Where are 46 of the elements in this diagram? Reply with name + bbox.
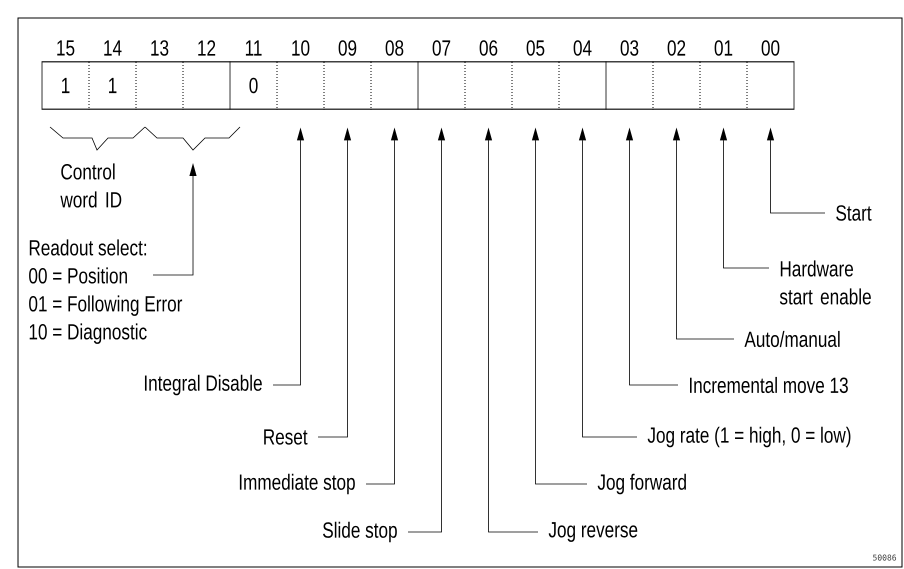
label-text: Auto/manual — [744, 330, 840, 348]
bit-number: 10 — [292, 40, 310, 56]
label-text: Immediate stop — [240, 474, 355, 494]
bit-number: 07 — [432, 40, 450, 56]
readout-select-text: Readout select: 00 = Position 01 = Following Error 10 = Diagnostic — [29, 239, 182, 344]
bit-number: 01 — [714, 40, 732, 56]
bit-cell — [511, 61, 560, 110]
bit-number: 15 — [57, 40, 74, 56]
bit-number: 09 — [338, 40, 356, 56]
bit-cell — [370, 61, 419, 110]
bit-cell — [417, 61, 466, 110]
bit-number: 11 — [246, 40, 262, 56]
label-text: Incremental move 13 — [690, 376, 848, 394]
bit-number: 02 — [668, 40, 686, 56]
label-text: Jog reverse — [548, 522, 638, 542]
bit-cell — [558, 61, 607, 110]
bit-number: 03 — [620, 40, 638, 56]
bit-number: 12 — [198, 40, 216, 56]
bit-number: 04 — [574, 40, 592, 56]
label-text: Jog rate (1 = high, 0 = low) — [648, 426, 850, 448]
label-text: Hardware start enable — [780, 260, 871, 305]
bit-number: 05 — [526, 40, 544, 56]
figure-number: 50086 — [873, 554, 896, 561]
label-text: Integral Disable — [144, 374, 262, 396]
label-text: Reset — [264, 429, 308, 445]
bit-number: 00 — [762, 40, 780, 56]
label-text: Start — [836, 205, 872, 221]
bit-cell — [699, 61, 748, 110]
bit-cell: 1 — [88, 61, 137, 110]
bit-cell: 1 — [41, 61, 90, 110]
bit-cell: 0 — [229, 61, 278, 110]
bit-number: 06 — [480, 40, 498, 56]
bit-number: 14 — [104, 40, 122, 56]
bit-cell — [135, 61, 184, 110]
label-text: Jog forward — [598, 474, 686, 494]
bit-cell — [182, 61, 231, 110]
bit-cell — [464, 61, 513, 110]
label-text: Control word ID — [60, 163, 122, 208]
label-text: Slide stop — [323, 522, 397, 542]
bit-cell — [746, 61, 795, 110]
bit-number: 13 — [151, 40, 168, 56]
bit-cell — [652, 61, 701, 110]
bit-cell — [323, 61, 372, 110]
bit-cell — [605, 61, 654, 110]
bit-number: 08 — [386, 40, 404, 56]
bit-cell — [276, 61, 325, 110]
